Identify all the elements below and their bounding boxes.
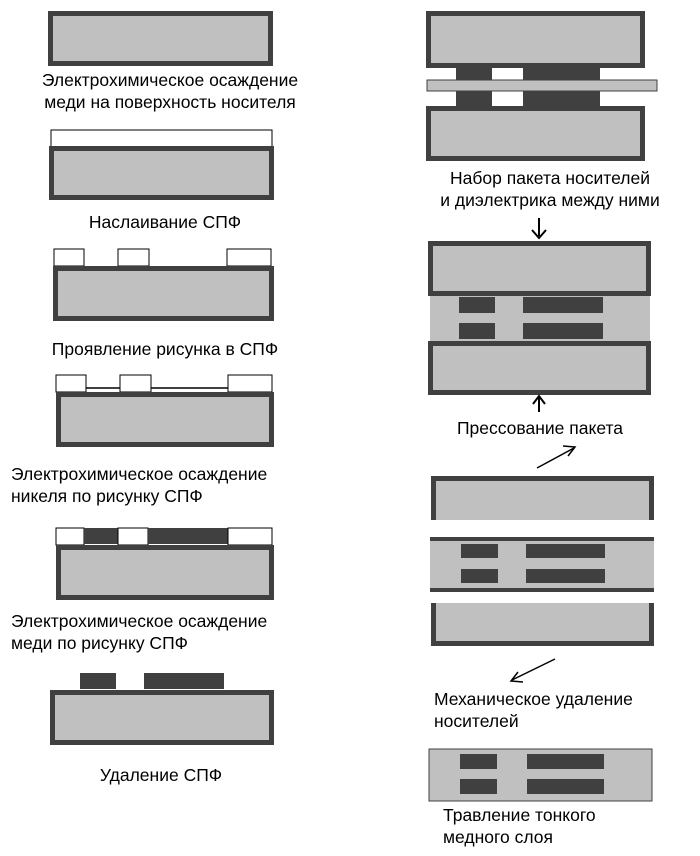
- trace-block: [523, 297, 603, 313]
- caption-step9: Механическое удаление носителей: [434, 688, 694, 732]
- carrier-plate: [56, 392, 274, 447]
- carrier-plate-top: [426, 11, 645, 68]
- copper-trace: [148, 528, 228, 544]
- trace-block: [523, 91, 600, 106]
- figure-step4-nickel: [55, 374, 274, 447]
- arrow-up-right-icon: [536, 445, 577, 469]
- trace-block: [527, 779, 604, 794]
- press-arrow-down-icon: [531, 218, 547, 240]
- caption-step4-line1: Электрохимическое осаждение: [11, 464, 268, 484]
- figure-step9-carrier-removal: [430, 445, 654, 683]
- caption-step9-line1: Механическое удаление: [434, 689, 633, 709]
- photoresist-block: [117, 527, 149, 546]
- trace-block: [526, 569, 605, 583]
- caption-step8-line1: Прессование пакета: [456, 418, 624, 438]
- caption-step2-line1: Наслаивание СПФ: [88, 212, 242, 232]
- photoresist-block: [227, 527, 273, 546]
- carrier-plate: [53, 266, 274, 321]
- caption-step5-line2: меди по рисунку СПФ: [11, 633, 188, 653]
- caption-step9-line2: носителей: [434, 711, 519, 731]
- copper-trace: [84, 528, 118, 544]
- figure-step2-lamination: [49, 129, 274, 200]
- nickel-layer-bottom: [430, 588, 654, 592]
- trace-block: [459, 323, 495, 339]
- trace-block: [523, 323, 603, 339]
- caption-step7-line1: Набор пакета носителей: [450, 168, 650, 188]
- carrier-plate: [56, 545, 274, 600]
- carrier-plate: [49, 146, 274, 200]
- photoresist-block: [55, 527, 85, 546]
- carrier-plate: [50, 690, 274, 745]
- trace-block: [459, 297, 495, 313]
- caption-step1: Электрохимическое осаждение меди на пове…: [5, 69, 335, 113]
- carrier-top-removed: [431, 476, 654, 520]
- carrier-plate-top: [428, 241, 651, 296]
- trace-block: [461, 569, 498, 583]
- copper-trace: [80, 673, 116, 689]
- carrier-plate: [48, 11, 273, 66]
- press-arrow-up-icon: [532, 394, 546, 412]
- figure-step5-copper: [55, 527, 274, 600]
- caption-step3: Проявление рисунка в СПФ: [0, 338, 330, 360]
- caption-step1-line1: Электрохимическое осаждение: [41, 70, 299, 90]
- photoresist-block: [119, 374, 152, 393]
- caption-step1-line2: меди на поверхность носителя: [44, 92, 296, 112]
- trace-block: [523, 66, 600, 80]
- photoresist-block: [55, 374, 87, 393]
- trace-block: [461, 544, 498, 558]
- figure-step7-stack-assembly: [426, 11, 658, 161]
- caption-step7: Набор пакета носителей и диэлектрика меж…: [405, 167, 695, 211]
- caption-step4-line2: никеля по рисунку СПФ: [11, 486, 203, 506]
- trace-block: [456, 91, 492, 106]
- caption-step5: Электрохимическое осаждение меди по рису…: [11, 610, 341, 654]
- caption-step5-line1: Электрохимическое осаждение: [11, 611, 268, 631]
- figure-step6-resist-removal: [50, 673, 274, 745]
- arrow-down-left-icon: [509, 658, 556, 683]
- caption-step6: Удаление СПФ: [0, 764, 322, 786]
- trace-block: [460, 754, 497, 769]
- figure-step8-pressing: [428, 218, 651, 412]
- caption-step2: Наслаивание СПФ: [5, 211, 325, 233]
- caption-step3-line1: Проявление рисунка в СПФ: [51, 339, 279, 359]
- photoresist-block: [226, 248, 272, 267]
- figure-step3-development: [53, 248, 274, 321]
- trace-block: [527, 754, 604, 769]
- caption-step7-line2: и диэлектрика между ними: [440, 190, 660, 210]
- caption-step10: Травление тонкого медного слоя: [443, 804, 693, 848]
- trace-block: [460, 779, 497, 794]
- caption-step10-line2: медного слоя: [443, 827, 553, 847]
- carrier-bottom-removed: [431, 603, 654, 646]
- photoresist-block: [227, 374, 273, 393]
- trace-block: [526, 544, 605, 558]
- trace-block: [456, 66, 492, 80]
- dielectric-sheet: [426, 79, 658, 92]
- carrier-plate-bottom: [428, 341, 651, 395]
- nickel-layer: [86, 387, 230, 389]
- figure-step1-carrier: [48, 11, 273, 66]
- nickel-layer-top: [430, 537, 654, 541]
- figure-step10-etching: [428, 748, 653, 802]
- caption-step10-line1: Травление тонкого: [443, 805, 596, 825]
- photoresist-block: [53, 248, 85, 267]
- caption-step4: Электрохимическое осаждение никеля по ри…: [11, 463, 341, 507]
- carrier-plate-bottom: [426, 106, 645, 161]
- copper-trace: [144, 673, 224, 689]
- caption-step8: Прессование пакета: [410, 417, 670, 439]
- photoresist-block: [117, 248, 150, 267]
- photoresist-layer: [50, 129, 273, 148]
- caption-step6-line1: Удаление СПФ: [99, 765, 223, 785]
